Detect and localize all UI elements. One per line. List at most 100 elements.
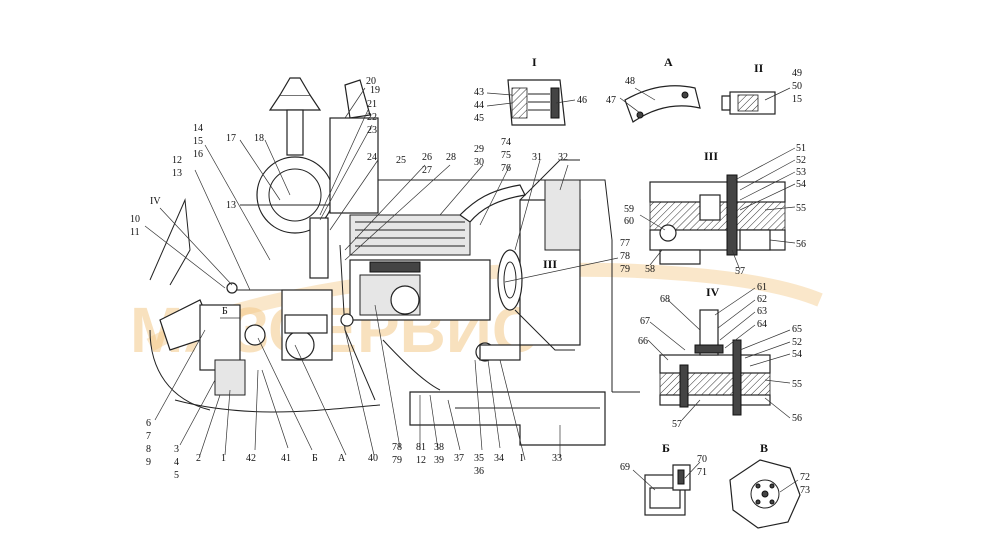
callout: 22: [367, 112, 377, 123]
callout: 14: [193, 123, 203, 134]
callout: 13: [226, 200, 236, 211]
callout: 18: [254, 133, 264, 144]
callout: 76: [501, 163, 511, 174]
callout: 16: [193, 149, 203, 160]
view-header-B-cyr: Б: [662, 441, 670, 455]
callout: 41: [281, 453, 291, 464]
callout: 54: [796, 179, 806, 190]
callout: 42: [246, 453, 256, 464]
callout: 78: [620, 251, 630, 262]
callout: 68: [660, 294, 670, 305]
callout: 55: [792, 379, 802, 390]
callout: 32: [558, 152, 568, 163]
callout: 17: [226, 133, 236, 144]
callout: 36: [474, 466, 484, 477]
view-header-III: III: [704, 149, 718, 163]
callout: 6: [146, 418, 151, 429]
callout: 5: [174, 470, 179, 481]
callout: 10: [130, 214, 140, 225]
view-header-IV: IV: [706, 285, 720, 299]
detail-view-IV: [647, 287, 791, 421]
callout: 59: [624, 204, 634, 215]
callout: 66: [638, 336, 648, 347]
leader-lines: [144, 87, 619, 461]
detail-view-III: [639, 147, 796, 271]
callout: 67: [640, 316, 650, 327]
callout-labels: 6 7 8 9 3 4 5 2 1 42 41 Б А 40 78 79 81 …: [130, 68, 810, 496]
callout: 12: [416, 455, 426, 466]
callout: 74: [501, 137, 511, 148]
callout: 11: [130, 227, 140, 238]
callout: 75: [501, 150, 511, 161]
detail-view-V-cyr: [729, 459, 801, 529]
callout: 50: [792, 81, 802, 92]
view-headers: I А II III IV Б В: [532, 55, 768, 455]
callout: 53: [796, 167, 806, 178]
callout: 3: [174, 444, 179, 455]
callout: 60: [624, 216, 634, 227]
callout: 1: [221, 453, 226, 464]
main-assembly: [149, 77, 640, 446]
callout: 72: [800, 472, 810, 483]
callout: 28: [446, 152, 456, 163]
callout: 73: [800, 485, 810, 496]
callout: 81: [416, 442, 426, 453]
callout: 25: [396, 155, 406, 166]
callout: 77: [620, 238, 630, 249]
detail-view-II: [721, 87, 791, 115]
callout: 43: [474, 87, 484, 98]
callout: 35: [474, 453, 484, 464]
callout: 33: [552, 453, 562, 464]
callout: 29: [474, 144, 484, 155]
callout: 8: [146, 444, 151, 455]
callout: 57: [672, 419, 682, 430]
callout: 12: [172, 155, 182, 166]
callout: 37: [454, 453, 464, 464]
callout: 62: [757, 294, 767, 305]
callout: I: [520, 453, 523, 464]
callout: IV: [150, 196, 161, 207]
view-header-I: I: [532, 55, 537, 69]
callout: 63: [757, 306, 767, 317]
callout: 38: [434, 442, 444, 453]
detail-view-A: [619, 85, 701, 123]
callout: 58: [645, 264, 655, 275]
callout: 21: [367, 99, 377, 110]
callout: 57: [735, 266, 745, 277]
view-header-II: II: [754, 61, 764, 75]
detail-view-I: [486, 79, 576, 126]
callout: 54: [792, 349, 802, 360]
callout: 24: [367, 152, 377, 163]
callout: 70: [697, 454, 707, 465]
callout: 40: [368, 453, 378, 464]
callout: 64: [757, 319, 767, 330]
callout: 34: [494, 453, 504, 464]
callout: 52: [792, 337, 802, 348]
callout: 19: [370, 85, 380, 96]
callout: 26: [422, 152, 432, 163]
callout: 23: [367, 125, 377, 136]
callout: Б: [222, 306, 228, 317]
callout: 4: [174, 457, 179, 468]
callout: 71: [697, 467, 707, 478]
callout: 39: [434, 455, 444, 466]
view-header-A: А: [664, 55, 673, 69]
callout: 56: [792, 413, 802, 424]
callout: III: [543, 257, 557, 271]
callout: 65: [792, 324, 802, 335]
view-header-V-cyr: В: [760, 441, 768, 455]
callout: 55: [796, 203, 806, 214]
callout: 49: [792, 68, 802, 79]
callout: А: [338, 453, 346, 464]
callout: 13: [172, 168, 182, 179]
callout: 7: [146, 431, 151, 442]
callout: 31: [532, 152, 542, 163]
callout: 56: [796, 239, 806, 250]
callout: 9: [146, 457, 151, 468]
callout: 47: [606, 95, 616, 106]
callout: 15: [792, 94, 802, 105]
callout: 46: [577, 95, 587, 106]
callout: 48: [625, 76, 635, 87]
